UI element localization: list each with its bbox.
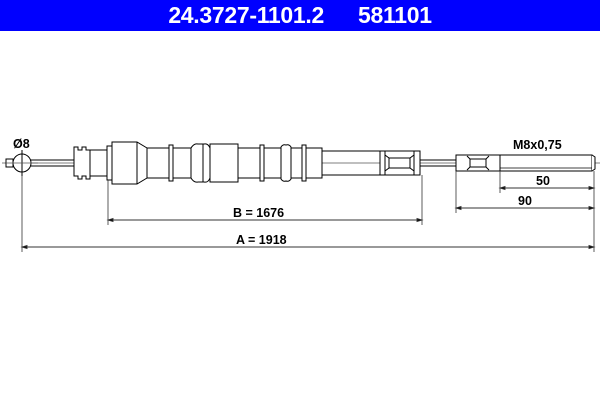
reference-number: 581101 bbox=[358, 2, 432, 28]
part-number: 24.3727-1101.2 bbox=[168, 2, 324, 28]
ball-end bbox=[5, 150, 38, 176]
right-ferrule bbox=[379, 150, 421, 176]
ball-diameter-label: Ø8 bbox=[13, 137, 30, 151]
thread-label: M8x0,75 bbox=[513, 138, 562, 152]
inner-wire-right bbox=[420, 159, 456, 167]
inner-wire-left bbox=[31, 159, 74, 167]
left-end-fitting bbox=[73, 141, 323, 185]
dimension-a-label: A = 1918 bbox=[236, 233, 287, 247]
extension-lines bbox=[21, 171, 595, 252]
dimension-90-label: 90 bbox=[518, 194, 532, 208]
dimension-lines bbox=[20, 185, 596, 250]
cable-sheath bbox=[322, 150, 380, 176]
title-bar: 24.3727-1101.2 581101 bbox=[0, 0, 600, 31]
dimension-b-label: B = 1676 bbox=[233, 206, 284, 220]
dimension-50-label: 50 bbox=[536, 174, 550, 188]
threaded-end bbox=[455, 154, 596, 172]
